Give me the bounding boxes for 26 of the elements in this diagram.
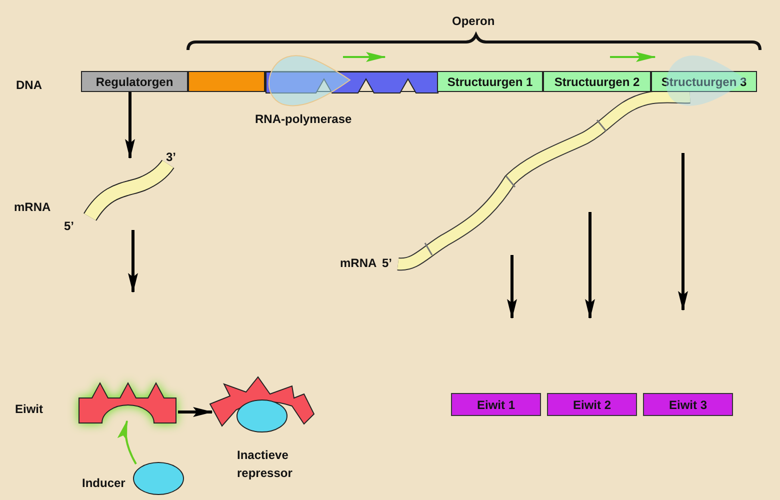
repressor-protein-drawing: [78, 380, 178, 425]
dna-label: DNA: [16, 78, 42, 92]
end-label: 5’: [64, 219, 74, 233]
operon-label: Operon: [452, 14, 495, 28]
structural-gene-segment: Structuurgen 1: [437, 71, 543, 92]
protein-row-label: Eiwit: [15, 402, 44, 416]
arrow: [128, 230, 138, 293]
arrow: [118, 420, 137, 464]
operator-segment: [265, 71, 437, 92]
arrow: [178, 407, 213, 417]
protein-box: Eiwit 3: [643, 393, 733, 416]
node-label: Inactieve repressor: [237, 447, 294, 482]
node-label: Inducer: [82, 475, 126, 492]
mrna-label: mRNA: [340, 256, 377, 270]
end-label: 3’: [166, 150, 176, 164]
arrow: [125, 92, 135, 159]
structural-gene-segment: Structuurgen 3: [651, 71, 757, 92]
protein-box: Eiwit 1: [451, 393, 541, 416]
promoter-segment: [188, 71, 265, 92]
regulator-gene-segment: Regulatorgen: [81, 71, 188, 92]
end-label: 5’: [382, 256, 392, 270]
protein-box: Eiwit 2: [547, 393, 637, 416]
mrna-label: mRNA: [14, 200, 51, 214]
inducer-molecule: [133, 462, 184, 495]
rna-polymerase-label: RNA-polymerase: [255, 112, 352, 126]
structural-gene-segment: Structuurgen 2: [543, 71, 651, 92]
